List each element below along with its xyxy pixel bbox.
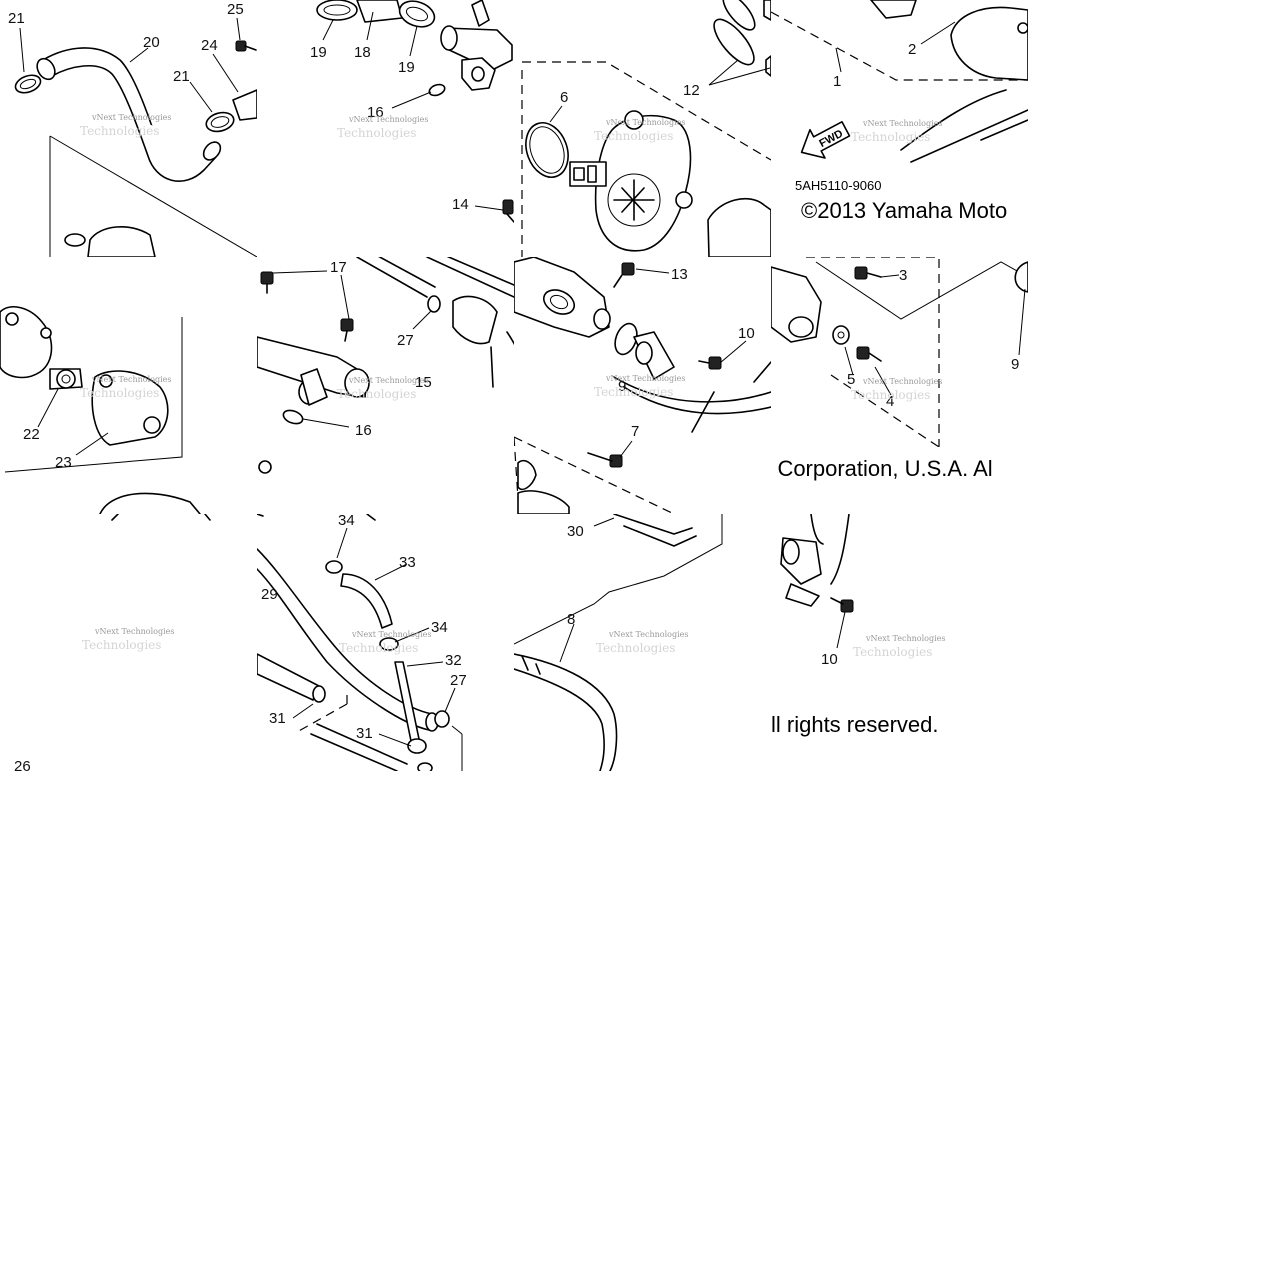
watermark: Technologies <box>851 388 930 402</box>
watermark: vNext Technologies <box>94 627 174 636</box>
part-number: 5AH5110-9060 <box>795 178 882 193</box>
diagram-tile-r2c2: 17 27 15 16 vNext Technologies Technolog… <box>257 257 514 514</box>
watermark: Technologies <box>339 641 418 655</box>
callout-2: 2 <box>908 41 916 58</box>
diagram-tile-r2c1: 22 23 vNext Technologies Technologies <box>0 257 257 514</box>
watermark: Technologies <box>851 130 930 144</box>
callout-17: 17 <box>330 259 347 276</box>
watermark: vNext Technologies <box>91 113 171 122</box>
diagram-tile-r3c2: 34 33 29 34 32 27 31 31 vNext Technologi… <box>257 514 514 771</box>
callout-26: 26 <box>14 758 31 771</box>
watermark: vNext Technologies <box>862 377 942 386</box>
callout-27: 27 <box>450 672 467 689</box>
fwd-arrow-icon: FWD <box>800 120 851 159</box>
callout-30: 30 <box>567 523 584 540</box>
watermark: Technologies <box>594 385 673 399</box>
callout-24: 24 <box>201 37 218 54</box>
callout-19: 19 <box>398 59 415 76</box>
callout-31: 31 <box>269 710 286 727</box>
diagram-tile-r2c3: 13 10 9 7 28 vNext Technologies Technolo… <box>514 257 771 514</box>
callout-21: 21 <box>173 68 190 85</box>
diagram-tile-r1c1: 21 20 21 24 25 vNext Technologies Techno… <box>0 0 257 257</box>
callout-33: 33 <box>399 554 416 571</box>
callout-27: 27 <box>397 332 414 349</box>
callout-34: 34 <box>338 514 355 529</box>
watermark: vNext Technologies <box>348 376 428 385</box>
callout-9: 9 <box>1011 356 1019 373</box>
watermark: Technologies <box>337 387 416 401</box>
callout-31: 31 <box>356 725 373 742</box>
watermark: Technologies <box>594 129 673 143</box>
watermark: Technologies <box>853 645 932 659</box>
diagram-tile-r2c4: 3 5 4 9 r Corporation, U.S.A. Al vNext T… <box>771 257 1028 514</box>
callout-32: 32 <box>445 652 462 669</box>
watermark: vNext Technologies <box>865 634 945 643</box>
callout-15: 15 <box>415 374 432 391</box>
callout-19: 19 <box>310 44 327 61</box>
watermark: Technologies <box>596 641 675 655</box>
callout-8: 8 <box>567 611 575 628</box>
diagram-tile-r1c2: 19 18 19 16 14 vNext Technologies Techno… <box>257 0 514 257</box>
callout-34: 34 <box>431 619 448 636</box>
watermark: Technologies <box>80 386 159 400</box>
watermark: vNext Technologies <box>91 375 171 384</box>
watermark: Technologies <box>337 126 416 140</box>
watermark: Technologies <box>80 124 159 138</box>
callout-7: 7 <box>631 423 639 440</box>
watermark: vNext Technologies <box>351 630 431 639</box>
watermark: vNext Technologies <box>605 118 685 127</box>
callout-21: 21 <box>8 10 25 27</box>
callout-23: 23 <box>55 454 72 471</box>
callout-16: 16 <box>355 422 372 439</box>
diagram-tile-r1c3: 6 12 vNext Technologies Technologies <box>514 0 771 257</box>
copyright-line-3: ll rights reserved. <box>771 712 939 737</box>
watermark: vNext Technologies <box>608 630 688 639</box>
callout-12: 12 <box>683 82 700 99</box>
diagram-tile-r3c4: 10 ll rights reserved. vNext Technologie… <box>771 514 1028 771</box>
watermark: Technologies <box>82 638 161 652</box>
copyright-line-2: r Corporation, U.S.A. Al <box>771 456 993 481</box>
callout-16: 16 <box>367 104 384 121</box>
callout-14: 14 <box>452 196 469 213</box>
callout-10: 10 <box>738 325 755 342</box>
fwd-label: FWD <box>817 128 845 150</box>
callout-18: 18 <box>354 44 371 61</box>
callout-5: 5 <box>847 371 855 388</box>
callout-6: 6 <box>560 89 568 106</box>
watermark: vNext Technologies <box>605 374 685 383</box>
callout-20: 20 <box>143 34 160 51</box>
diagram-tile-r3c1: 26 vNext Technologies Technologies <box>0 514 257 771</box>
callout-3: 3 <box>899 267 907 284</box>
callout-29: 29 <box>261 586 278 603</box>
diagram-tile-r1c4: FWD 1 2 5AH5110-9060 ©2013 Yamaha Moto v… <box>771 0 1028 257</box>
diagram-tile-r3c3: 30 8 vNext Technologies Technologies <box>514 514 771 771</box>
callout-10: 10 <box>821 651 838 668</box>
watermark: vNext Technologies <box>862 119 942 128</box>
callout-22: 22 <box>23 426 40 443</box>
callout-13: 13 <box>671 266 688 283</box>
callout-1: 1 <box>833 73 841 90</box>
callout-25: 25 <box>227 1 244 18</box>
watermark: vNext Technologies <box>348 115 428 124</box>
callout-4: 4 <box>886 393 894 410</box>
callout-9: 9 <box>618 378 626 395</box>
copyright-line-1: ©2013 Yamaha Moto <box>801 198 1007 223</box>
